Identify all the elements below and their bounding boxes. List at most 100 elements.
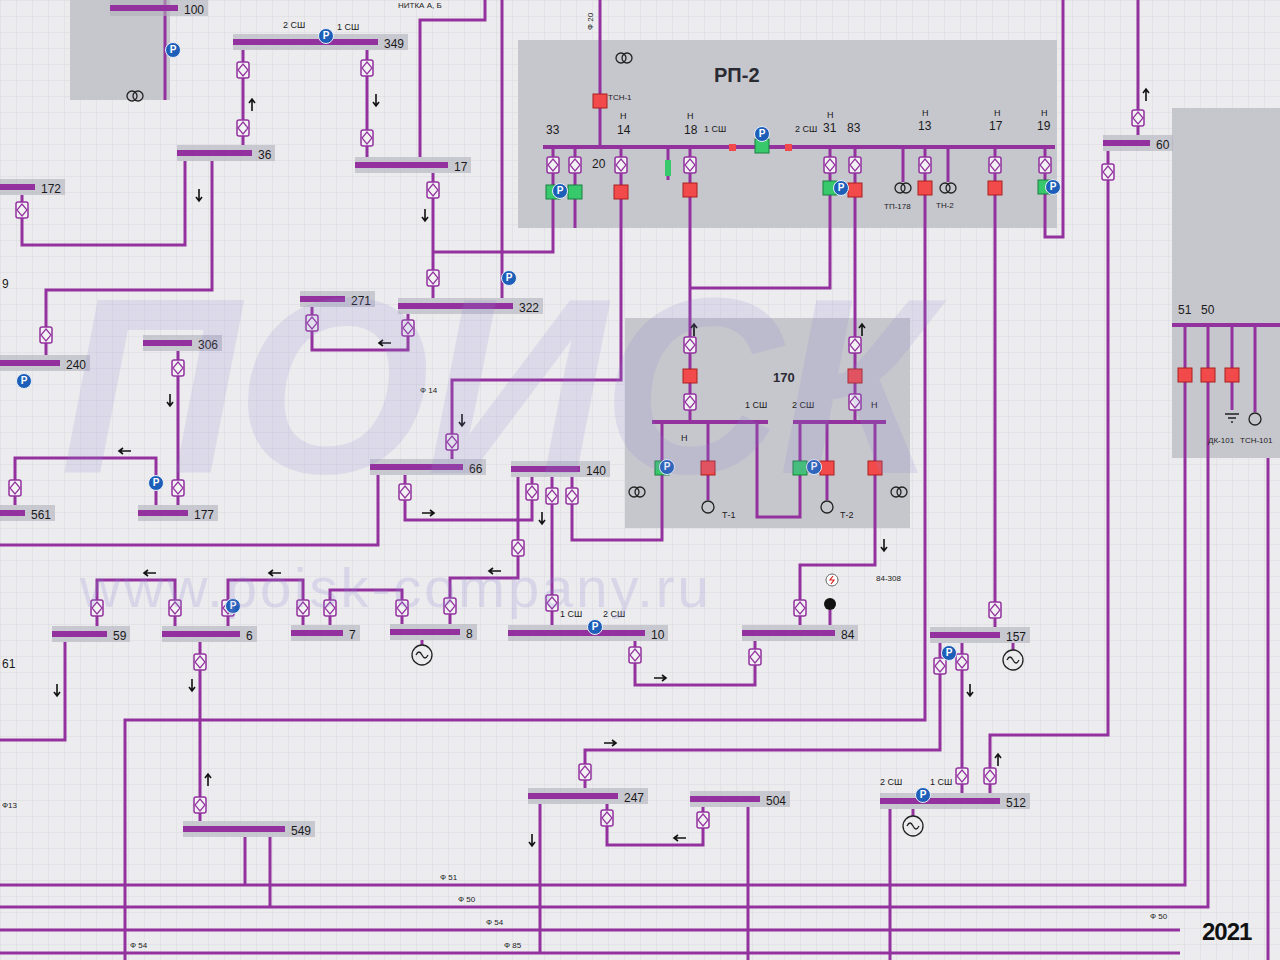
disconnector-symbol: [749, 649, 761, 665]
small-note: ТСН-1: [608, 93, 632, 102]
section-label: Н: [1041, 108, 1048, 118]
feeder-line: [889, 809, 892, 960]
section-label: Н: [994, 108, 1001, 118]
feeder-number: 14: [617, 124, 630, 138]
section-label: Н: [827, 110, 834, 120]
small-note: Ф 50: [1150, 912, 1167, 921]
transformer-symbol: [895, 183, 911, 193]
status-badge: P: [165, 42, 181, 58]
flow-arrow: [205, 774, 211, 786]
flow-arrow: [189, 679, 195, 691]
disconnector-symbol: [984, 768, 996, 784]
flow-arrow: [604, 740, 616, 746]
busbar: 7: [291, 625, 360, 641]
disconnector-symbol: [1039, 157, 1051, 173]
bus-number: 549: [291, 823, 311, 839]
feeder-note: Ф 20: [586, 13, 595, 30]
small-note: Ф 85: [504, 941, 521, 950]
busbar-line: [742, 630, 835, 636]
ground-symbol: [1225, 414, 1239, 422]
busbar-line: [0, 184, 35, 190]
breaker-symbol: [729, 144, 736, 151]
feeder-line: [994, 228, 997, 627]
disconnector-symbol: [956, 654, 968, 670]
feeder-number: 18: [684, 124, 697, 138]
flow-arrow: [654, 675, 666, 681]
feeder-number: 13: [918, 120, 931, 134]
status-badge: P: [318, 28, 334, 44]
breaker-symbol: [665, 160, 671, 176]
bus-number: 60: [1156, 137, 1169, 153]
status-badge: P: [754, 126, 770, 142]
busbar-line: [690, 796, 760, 802]
disconnector-symbol: [956, 768, 968, 784]
busbar-line: [0, 360, 60, 366]
small-note: Ф 51: [440, 873, 457, 882]
feeder-line: [0, 642, 65, 740]
feeder-number: 61: [2, 658, 15, 672]
busbar-line: [291, 630, 343, 636]
feeder-line: [421, 640, 424, 645]
disconnector-symbol: [237, 120, 249, 136]
feeder-line: [599, 0, 602, 147]
feeder-number: 31: [823, 122, 836, 136]
feeder-line: [607, 804, 703, 845]
feeder-number: 83: [847, 122, 860, 136]
disconnector-symbol: [629, 647, 641, 663]
status-badge: P: [915, 787, 931, 803]
feeder-line: [947, 147, 950, 182]
disconnector-symbol: [989, 157, 1001, 173]
small-note: ТП-178: [884, 202, 911, 211]
disconnector-symbol: [934, 658, 946, 674]
busbar: 157: [930, 627, 1030, 643]
bus-number: 84: [841, 627, 854, 643]
section-label: 2 СШ: [283, 20, 305, 30]
disconnector-symbol: [989, 602, 1001, 618]
bus-number: 561: [31, 507, 51, 523]
busbar-line: [233, 39, 378, 45]
fault-point: [824, 598, 836, 610]
small-note: Ф 54: [130, 941, 147, 950]
feeder-number: 9: [2, 278, 9, 292]
busbar-line: [177, 150, 252, 156]
status-badge: P: [16, 373, 32, 389]
substation-area: [1172, 108, 1280, 458]
section-label: 2 СШ: [795, 124, 817, 134]
busbar: 84: [742, 625, 858, 641]
disconnector-symbol: [237, 62, 249, 78]
breaker-symbol: [848, 183, 862, 197]
disconnector-symbol: [684, 157, 696, 173]
feeder-line: [990, 151, 1108, 793]
busbar: 6: [162, 626, 257, 642]
busbar-line: [880, 798, 1000, 804]
flow-arrow: [249, 99, 255, 111]
disconnector-symbol: [194, 797, 206, 813]
disconnector-symbol: [794, 600, 806, 616]
bus-number: 100: [184, 2, 204, 18]
breaker-symbol: [1225, 368, 1239, 382]
breaker-symbol: [1178, 368, 1192, 382]
disconnector-symbol: [615, 157, 627, 173]
bus-number: 8: [466, 626, 473, 642]
small-note: НИТКА А, Б: [398, 1, 442, 10]
generator-symbol: [903, 816, 923, 836]
flow-arrow: [881, 539, 887, 551]
feeder-line: [269, 837, 272, 907]
flow-arrow: [529, 834, 535, 846]
flow-arrow: [967, 684, 973, 696]
disconnector-symbol: [512, 540, 524, 556]
disconnector-symbol: [849, 157, 861, 173]
feeder-line: [22, 161, 185, 245]
feeder-number: 51: [1178, 304, 1191, 318]
busbar-line: [110, 5, 178, 11]
small-note: ТСН-101: [1240, 436, 1272, 445]
busbar-line: [528, 793, 618, 799]
disconnector-symbol: [547, 157, 559, 173]
section-label: Н: [922, 108, 929, 118]
feeder-number: 20: [592, 158, 605, 172]
small-note: Ф 54: [486, 918, 503, 927]
busbar-line: [0, 510, 25, 516]
busbar: 549: [183, 821, 315, 837]
breaker-symbol: [593, 94, 607, 108]
breaker-symbol: [785, 144, 792, 151]
